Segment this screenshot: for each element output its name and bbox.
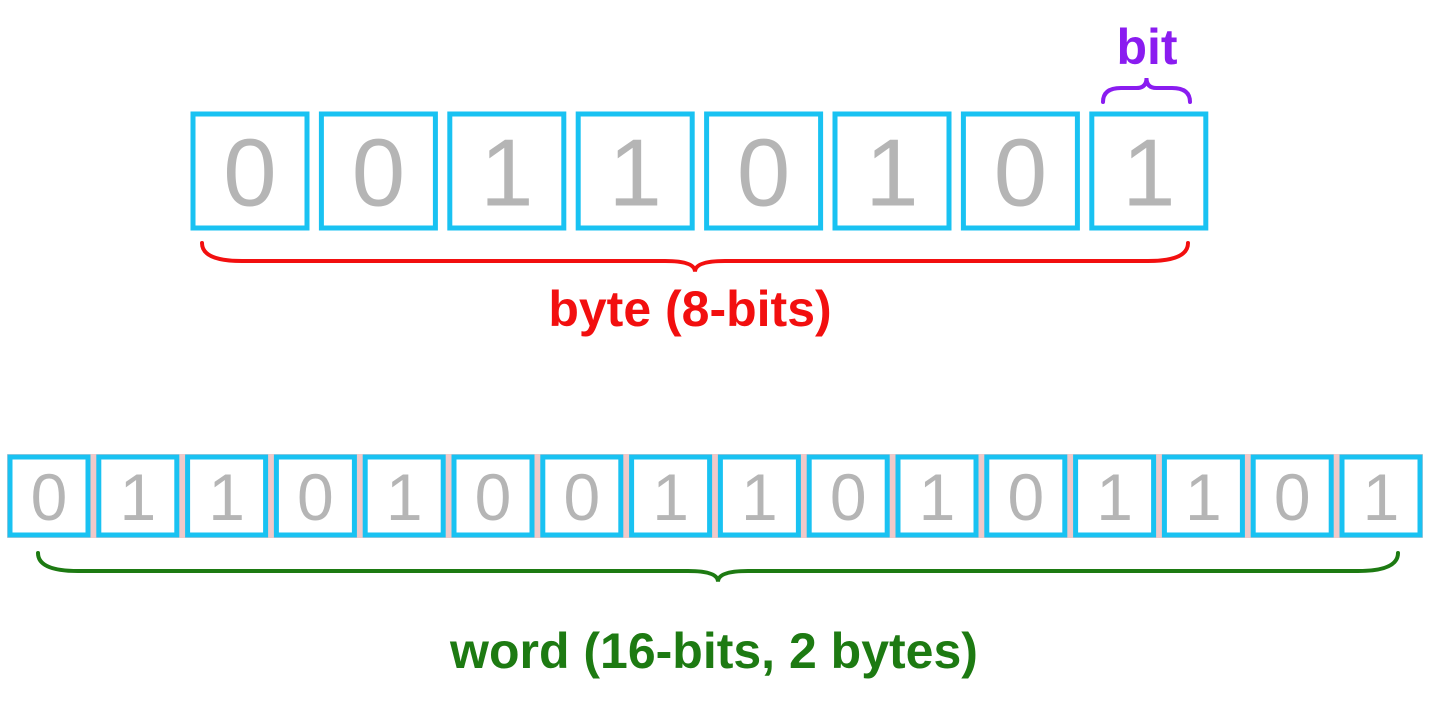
byte-bit-digit: 0 [994,120,1047,227]
word-bit-cell [717,454,801,538]
word-bit-digit: 1 [919,460,956,534]
byte-bit-cell [575,111,695,231]
word-bit-cell [185,454,269,538]
word-bit-digit: 0 [830,460,867,534]
byte-bit-digit: 0 [223,120,276,227]
byte-bit-cell [832,111,952,231]
word-bit-cell [984,454,1068,538]
word-bit-digit: 0 [31,460,68,534]
byte-bit-cell [704,111,824,231]
word-bit-digit: 1 [119,460,156,534]
byte-bit-digit: 1 [865,120,918,227]
word-bit-cell [362,454,446,538]
word-bit-digit: 0 [1007,460,1044,534]
byte-brace [200,241,1190,273]
word-bit-digit: 1 [1185,460,1222,534]
byte-bit-digit: 1 [480,120,533,227]
word-brace [36,551,1400,583]
word-bit-cell [806,454,890,538]
word-bit-cell [629,454,713,538]
word-bit-digit: 1 [652,460,689,534]
word-bit-cell [273,454,357,538]
word-bit-digit: 0 [1274,460,1311,534]
word-bit-digit: 0 [297,460,334,534]
bit-brace [1101,77,1192,104]
word-bit-digit: 1 [1363,460,1400,534]
word-bit-cell [540,454,624,538]
word-bit-cell [1161,454,1245,538]
byte-bit-digit: 0 [737,120,790,227]
byte-bit-digit: 1 [609,120,662,227]
word-bit-digit: 1 [386,460,423,534]
byte-bit-cell [318,111,438,231]
word-label: word (16-bits, 2 bytes) [449,623,978,679]
word-bit-digit: 0 [475,460,512,534]
word-bit-digit: 1 [741,460,778,534]
word-bit-cell [451,454,535,538]
word-bit-digit: 1 [1096,460,1133,534]
bit-label: bit [1116,19,1177,75]
byte-bit-cell [1089,111,1209,231]
byte-bit-cell [960,111,1080,231]
word-bit-cell [1073,454,1157,538]
word-bit-cell [895,454,979,538]
byte-bit-cell [447,111,567,231]
byte-bit-cell [190,111,310,231]
word-bit-cell [1339,454,1423,538]
byte-bit-digit: 1 [1122,120,1175,227]
word-bit-digit: 0 [563,460,600,534]
word-bit-digit: 1 [208,460,245,534]
word-bit-cell [1250,454,1334,538]
word-bit-cell [7,454,91,538]
byte-bit-digit: 0 [352,120,405,227]
word-bit-cell [96,454,180,538]
byte-label: byte (8-bits) [548,281,831,337]
